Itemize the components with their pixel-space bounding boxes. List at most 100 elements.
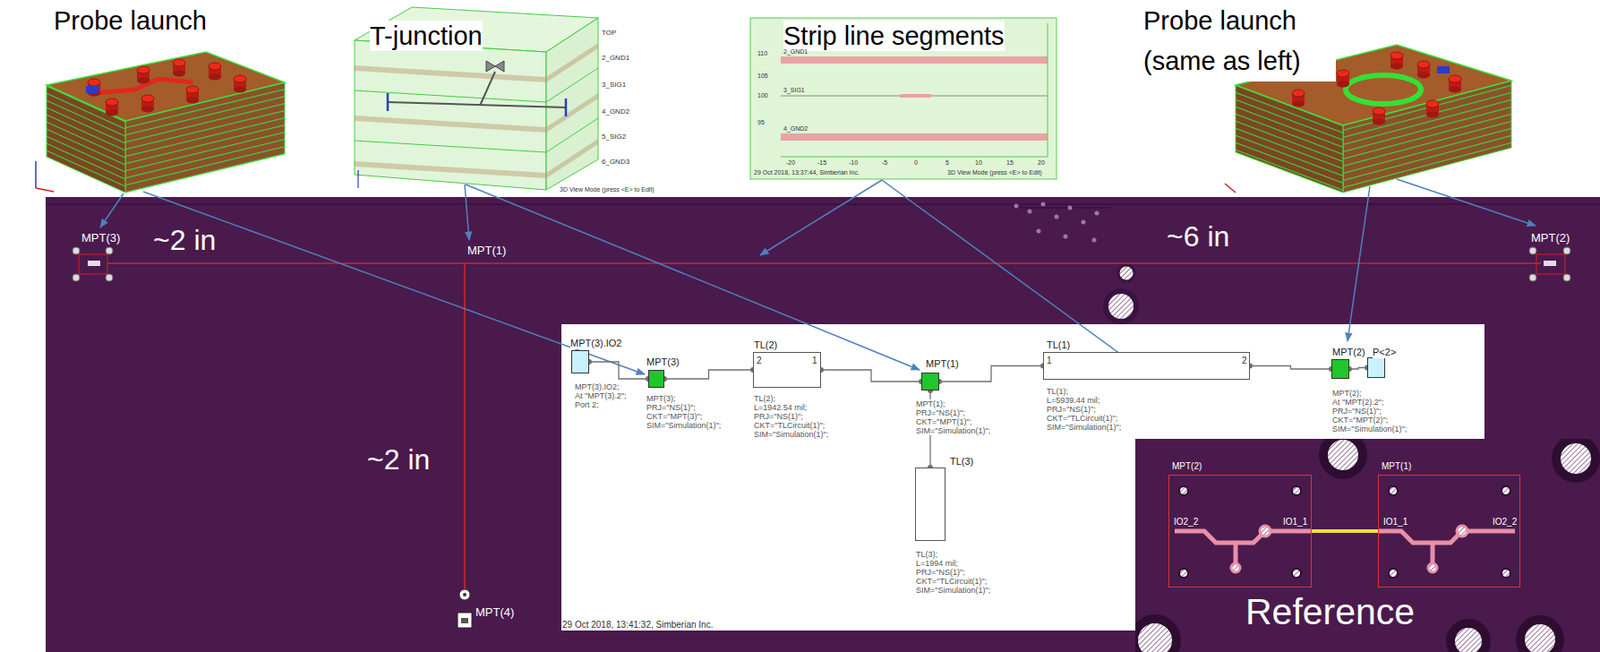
t-junction-model bbox=[354, 7, 599, 190]
text-line: SIM="Simulation(1)"; bbox=[753, 429, 829, 439]
layer-name: 2_GND1 bbox=[783, 48, 808, 56]
wire bbox=[1249, 366, 1332, 370]
layer-name: 2_GND1 bbox=[601, 53, 630, 62]
probe-model-block: MPT(2)MPT(2); At "MPT(2).2"; PRJ="NS(1)"… bbox=[1331, 359, 1350, 379]
layer-name: 6_GND3 bbox=[601, 157, 630, 166]
dimension: ~2 in bbox=[153, 222, 216, 258]
text-line: At "MPT(2).2"; bbox=[1332, 397, 1407, 407]
text-line: SIM="Simulation(1)"; bbox=[646, 420, 721, 430]
leader-line bbox=[143, 191, 645, 375]
trace bbox=[1311, 529, 1378, 533]
pin-number: 1 bbox=[1046, 355, 1053, 366]
leader-line bbox=[760, 179, 882, 256]
text-line: CKT="TLCircuit(1)"; bbox=[915, 576, 991, 586]
pad-name: IO1_1 bbox=[1383, 516, 1408, 528]
text-line: PRJ="NS(1)"; bbox=[915, 567, 991, 577]
leader-line bbox=[1347, 186, 1370, 342]
text-line: SIM="Simulation(1)"; bbox=[1332, 424, 1407, 434]
parameter-text: MPT(3); PRJ="NS(1)"; CKT="MPT(3)"; SIM="… bbox=[646, 393, 721, 430]
block-label: TL(1) bbox=[1046, 339, 1070, 351]
reference-inset-art bbox=[1135, 438, 1600, 652]
axis-tick: -10 bbox=[848, 159, 858, 167]
text-line: TL(3); bbox=[915, 549, 991, 559]
transmission-line-block: TL(3)TL(3); L=1994 mil; PRJ="NS(1)"; CKT… bbox=[915, 467, 946, 541]
status-text: 3D View Mode (press <E> to Edit) bbox=[559, 186, 655, 194]
axis-tick: 10 bbox=[975, 159, 983, 167]
footprint-label: MPT(2) bbox=[1172, 461, 1202, 472]
axis-tick: 100 bbox=[757, 92, 769, 100]
layer-name: 4_GND2 bbox=[601, 107, 630, 116]
wire bbox=[1349, 367, 1368, 370]
text-line: MPT(3); bbox=[646, 393, 721, 403]
inset-title: Reference bbox=[1245, 590, 1415, 633]
text-line: L=1942.54 mil; bbox=[753, 402, 829, 412]
dimension: ~6 in bbox=[1166, 218, 1230, 255]
layer-name: TOP bbox=[601, 28, 617, 37]
layer-name: 3_SIG1 bbox=[601, 80, 626, 89]
port-name: MPT(3) bbox=[81, 231, 120, 246]
text-line: MPT(1); bbox=[915, 399, 991, 409]
axis-tick: 95 bbox=[757, 119, 765, 127]
port-name: MPT(1) bbox=[467, 243, 506, 258]
axis-tick: -5 bbox=[881, 159, 888, 167]
parameter-text: MPT(3).IO2; At "MPT(3).2"; Port 2; bbox=[574, 382, 626, 410]
layer-name: 5_SIG2 bbox=[601, 132, 626, 141]
schematic-panel: 29 Oct 2018, 13:41:32, Simberian Inc. MPT… bbox=[561, 324, 1485, 631]
text-line: SIM="Simulation(1)"; bbox=[1046, 422, 1121, 432]
reference-inset: ReferenceMPT(2)IO2_2IO1_1MPT(1)IO1_1IO2_… bbox=[1135, 438, 1600, 652]
parameter-text: TL(2); L=1942.54 mil; PRJ="NS(1)"; CKT="… bbox=[753, 393, 829, 439]
layer-name: 4_GND2 bbox=[783, 125, 808, 133]
text-line: MPT(3).IO2; bbox=[574, 382, 626, 392]
text-line: CKT="MPT(2)"; bbox=[1332, 415, 1407, 425]
transmission-line-block: TL(1)12TL(1); L=5939.44 mil; PRJ="NS(1)"… bbox=[1043, 351, 1250, 380]
leader-line bbox=[1396, 179, 1536, 226]
text-line: PRJ="NS(1)"; bbox=[753, 411, 829, 421]
axis-tick: 105 bbox=[757, 72, 769, 80]
text-line: PRJ="NS(1)"; bbox=[646, 402, 721, 412]
text-line: SIM="Simulation(1)"; bbox=[915, 585, 991, 595]
view-title: Probe launch (same as left) bbox=[1143, 0, 1336, 82]
port-name: MPT(2) bbox=[1531, 231, 1570, 246]
text-line: MPT(2); bbox=[1332, 388, 1407, 398]
leader-line bbox=[100, 193, 124, 228]
footprint-label: MPT(1) bbox=[1381, 461, 1412, 472]
axis-tick: 15 bbox=[1006, 159, 1014, 167]
layer-name: 3_SIG1 bbox=[783, 86, 805, 95]
view-title: Probe launch bbox=[53, 5, 207, 36]
probe-model-block: MPT(3)MPT(3); PRJ="NS(1)"; CKT="MPT(3)";… bbox=[648, 369, 665, 388]
block-label: MPT(3) bbox=[646, 356, 680, 368]
parameter-text: TL(1); L=5939.44 mil; PRJ="NS(1)"; CKT="… bbox=[1046, 386, 1121, 432]
port-name: MPT(4) bbox=[475, 605, 514, 620]
text-line: PRJ="NS(1)"; bbox=[1046, 404, 1121, 414]
probe-model-block: MPT(1)MPT(1); PRJ="NS(1)"; CKT="MPT(1)";… bbox=[921, 372, 940, 391]
pad-name: IO2_2 bbox=[1173, 516, 1198, 528]
axis-tick: 110 bbox=[757, 50, 768, 58]
pin-number: 1 bbox=[812, 355, 818, 366]
transmission-line-block: TL(2)21TL(2); L=1942.54 mil; PRJ="NS(1)"… bbox=[752, 351, 822, 388]
timestamp: 29 Oct 2018, 13:37:44, Simberian Inc. bbox=[753, 169, 860, 177]
axis-tick: 0 bbox=[914, 159, 918, 167]
axis-tick: 20 bbox=[1037, 159, 1045, 167]
block-label: MPT(3).IO2 bbox=[570, 337, 622, 350]
probe-launch-model bbox=[35, 51, 285, 193]
wire bbox=[821, 369, 922, 382]
leader-line bbox=[881, 179, 1154, 378]
text-line: CKT="MPT(1)"; bbox=[915, 417, 991, 427]
axis-tick: -20 bbox=[786, 159, 796, 167]
text-line: CKT="MPT(3)"; bbox=[646, 411, 721, 421]
timestamp: 29 Oct 2018, 13:41:32, Simberian Inc. bbox=[562, 619, 713, 631]
text-line: PRJ="NS(1)"; bbox=[915, 408, 991, 418]
text-line: L=1994 mil; bbox=[915, 558, 991, 568]
block-label: TL(2) bbox=[753, 339, 778, 351]
block-label: P<2> bbox=[1372, 346, 1396, 359]
leader-line bbox=[464, 184, 470, 240]
text-line: TL(1); bbox=[1046, 386, 1121, 396]
parameter-text: MPT(2); At "MPT(2).2"; PRJ="NS(1)"; CKT=… bbox=[1332, 388, 1407, 434]
pin-number: 2 bbox=[756, 355, 762, 366]
wire bbox=[664, 369, 753, 379]
block-label: MPT(2) bbox=[1332, 346, 1366, 359]
text-line: CKT="TLCircuit(1)"; bbox=[1046, 413, 1121, 423]
